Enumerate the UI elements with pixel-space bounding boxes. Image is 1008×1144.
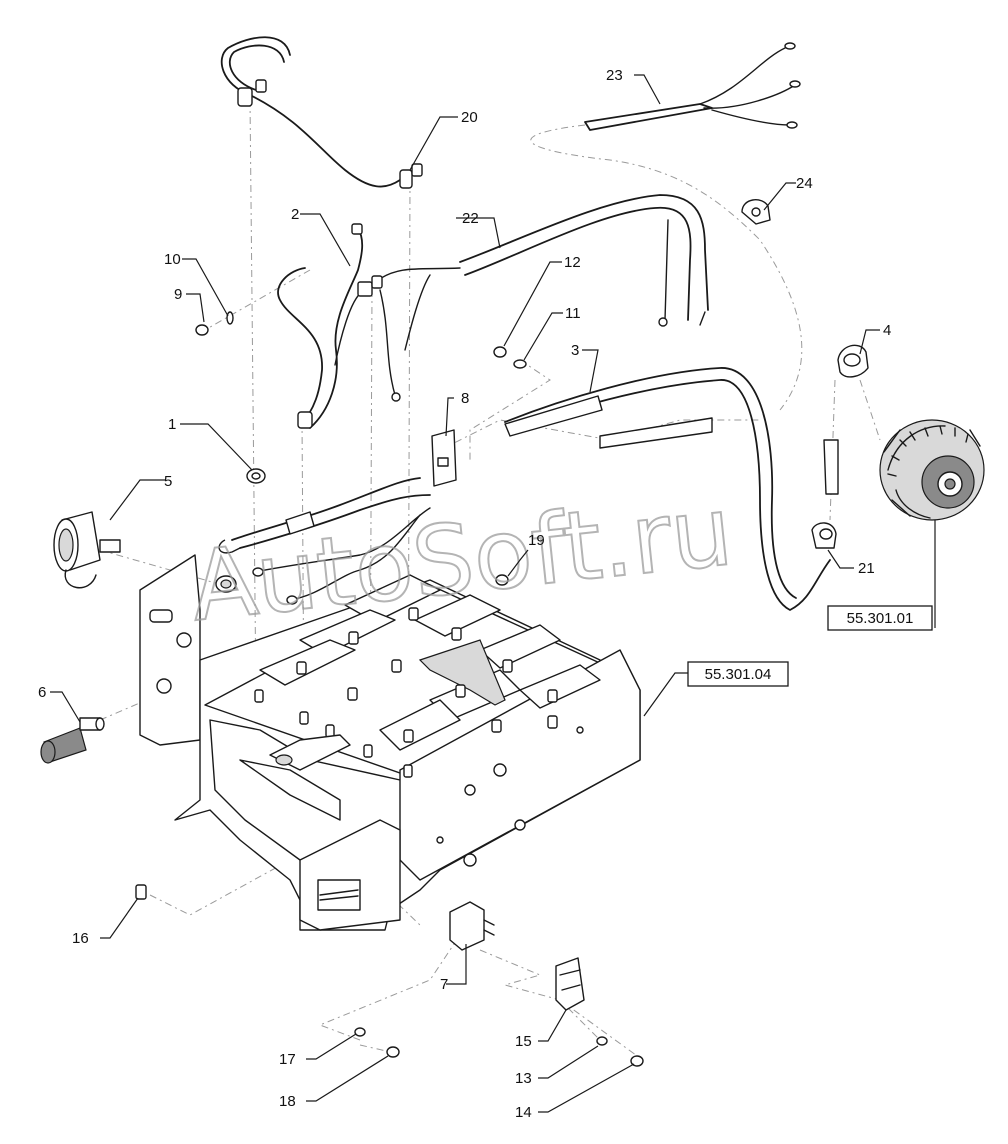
socket-5 (53, 511, 237, 593)
bracket-8 (431, 429, 457, 487)
cable-harness-23 (584, 42, 801, 131)
callout-12: 12 (564, 254, 581, 271)
callout-3: 3 (571, 342, 579, 359)
cover-15 (555, 957, 585, 1011)
cable-harness-22 (334, 194, 709, 402)
callout-4: 4 (883, 322, 891, 339)
battery-leads (218, 477, 431, 605)
relay-7 (449, 901, 495, 951)
callout-13: 13 (515, 1070, 532, 1087)
callout-14: 14 (515, 1104, 532, 1121)
callout-20: 20 (461, 109, 478, 126)
boot-4 (837, 344, 869, 378)
clip-24 (741, 199, 771, 225)
cable-21 (811, 439, 839, 549)
callout-5: 5 (164, 473, 172, 490)
callout-23: 23 (606, 67, 623, 84)
callout-21: 21 (858, 560, 875, 577)
callout-2: 2 (291, 206, 299, 223)
callout-22: 22 (462, 210, 479, 227)
reference-label-alternator: 55.301.01 (847, 610, 914, 627)
callout-7: 7 (440, 976, 448, 993)
callout-10: 10 (164, 251, 181, 268)
cable-3 (504, 367, 831, 611)
battery-cells (254, 574, 601, 778)
switch-6 (40, 717, 105, 764)
small-hardware (195, 311, 527, 484)
cable-2 (277, 223, 364, 429)
callout-1: 1 (168, 416, 176, 433)
callout-11: 11 (565, 305, 581, 322)
callout-9: 9 (174, 286, 182, 303)
cable-harness-20 (220, 36, 423, 189)
callout-16: 16 (72, 930, 89, 947)
callout-19: 19 (528, 532, 545, 549)
alternator (879, 419, 985, 521)
callout-8: 8 (461, 390, 469, 407)
terminal-studs (254, 607, 558, 778)
battery-tray (139, 554, 641, 931)
callout-15: 15 (515, 1033, 532, 1050)
reference-label-battery-tray: 55.301.04 (705, 666, 772, 683)
leader-lines (50, 74, 936, 1113)
callout-24: 24 (796, 175, 813, 192)
callout-17: 17 (279, 1051, 296, 1068)
fasteners (135, 574, 644, 1067)
callout-6: 6 (38, 684, 46, 701)
reference-alternator[interactable]: 55.301.01 (827, 605, 933, 631)
callout-18: 18 (279, 1093, 296, 1110)
callout-labels: 1 2 3 4 5 6 7 8 9 10 11 12 13 14 15 16 1… (38, 67, 891, 1121)
reference-battery-tray[interactable]: 55.301.04 (687, 661, 789, 687)
